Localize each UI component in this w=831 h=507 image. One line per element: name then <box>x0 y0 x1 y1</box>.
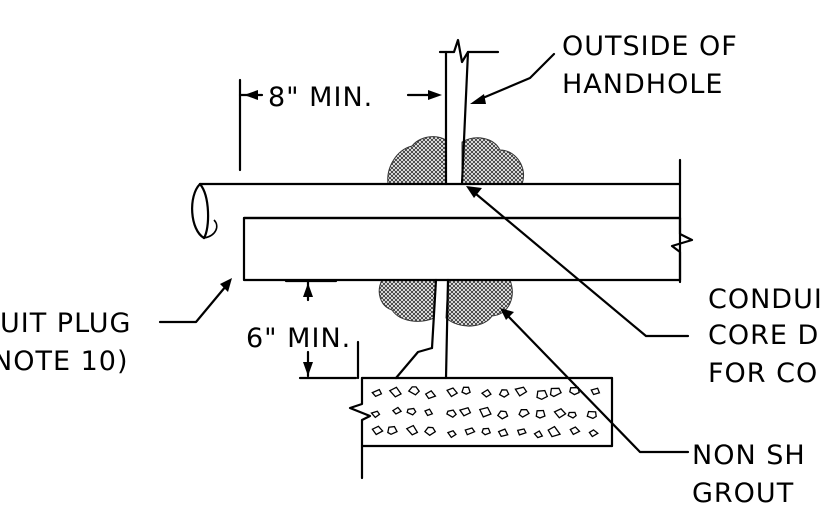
aggregate-stone <box>423 426 437 437</box>
label-grout-line2: GROUT <box>692 478 794 507</box>
label-outside-line2: HANDHOLE <box>562 69 723 100</box>
aggregate-stone <box>516 428 527 436</box>
aggregate-stone <box>407 386 421 396</box>
aggregate-stone <box>535 409 546 419</box>
aggregate-stone <box>496 410 509 420</box>
label-conduit-line3: FOR CO <box>708 358 818 389</box>
break-line-right <box>670 158 694 284</box>
aggregate-stone <box>567 411 577 419</box>
aggregate-stone <box>547 425 562 438</box>
aggregate-stone <box>458 407 472 417</box>
aggregate-stone <box>588 429 599 438</box>
dim-6-label: 6" MIN. <box>246 323 351 354</box>
label-plug-line1: UIT PLUG <box>0 308 131 339</box>
leader-outside-handhole <box>470 52 556 104</box>
aggregate-stone <box>498 389 510 398</box>
aggregate-stone <box>446 387 459 398</box>
aggregate-stone <box>405 424 419 436</box>
aggregate-stone <box>446 409 457 418</box>
aggregate-stone <box>481 427 492 436</box>
aggregate-stone <box>371 388 383 398</box>
label-grout-line1: NON SH <box>692 440 806 471</box>
dimension-8-min <box>238 78 442 172</box>
conduit-plug <box>242 216 682 282</box>
grout-blob-bottom-left <box>378 279 437 322</box>
label-outside-line1: OUTSIDE OF <box>562 31 738 62</box>
grout-blob-top <box>387 136 447 185</box>
leader-conduit-core <box>466 186 690 338</box>
handhole-wall-lower <box>394 278 450 380</box>
aggregate-stone <box>424 408 434 417</box>
aggregate-stone <box>536 389 549 401</box>
aggregate-stone <box>549 387 562 398</box>
aggregate-stone <box>497 428 509 438</box>
concrete-base <box>348 340 614 480</box>
aggregate-stone <box>461 386 471 395</box>
leader-conduit-plug <box>158 278 232 324</box>
aggregate-stone <box>406 407 417 416</box>
aggregate-stone <box>371 425 384 436</box>
aggregate-stone <box>533 430 544 439</box>
label-plug-line2: NOTE 10) <box>0 346 128 377</box>
aggregate-stone <box>388 386 402 398</box>
grout-blob-bottom-right <box>445 279 513 327</box>
grout-blob-top-right <box>461 137 524 185</box>
leader-grout <box>500 308 690 454</box>
concrete-aggregate <box>370 386 601 439</box>
aggregate-stone <box>478 406 492 418</box>
aggregate-stone <box>518 409 530 418</box>
aggregate-stone <box>569 426 581 436</box>
aggregate-stone <box>391 406 403 415</box>
aggregate-stone <box>446 430 457 439</box>
aggregate-stone <box>553 408 567 419</box>
dimension-6-min <box>284 279 358 380</box>
aggregate-stone <box>480 388 492 398</box>
aggregate-stone <box>424 389 437 400</box>
dim-8-label: 8" MIN. <box>268 82 373 113</box>
label-conduit-line2: CORE D <box>708 320 819 351</box>
handhole-wall-upper <box>438 38 500 186</box>
aggregate-stone <box>370 410 381 419</box>
label-conduit-line1: CONDUI <box>708 284 823 315</box>
aggregate-stone <box>586 410 597 420</box>
aggregate-stone <box>464 427 476 436</box>
aggregate-stone <box>514 386 528 397</box>
aggregate-stone <box>387 425 398 436</box>
aggregate-stone <box>590 387 601 396</box>
conduit <box>191 182 682 240</box>
